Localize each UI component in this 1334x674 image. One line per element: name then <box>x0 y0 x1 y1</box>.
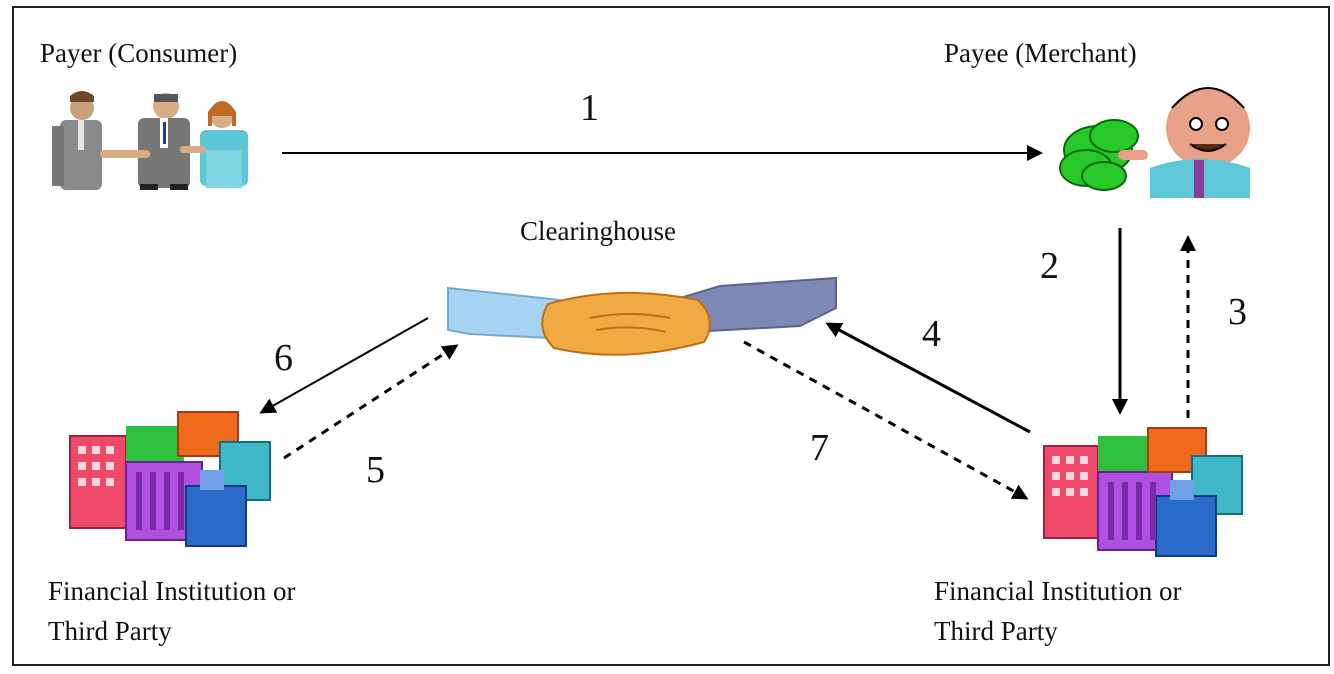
fi-left-label-line2: Third Party <box>48 616 172 646</box>
fi-right-label-line1: Financial Institution or <box>934 576 1182 606</box>
edge-label-4: 4 <box>922 313 941 355</box>
arrow-6 <box>259 317 429 414</box>
merchant-with-money-icon <box>1059 87 1250 198</box>
edge-label-3: 3 <box>1228 291 1247 333</box>
arrow-4 <box>825 322 1031 434</box>
arrow-7 <box>743 340 1029 500</box>
handshake-icon <box>447 276 837 356</box>
edge-label-1: 1 <box>580 87 599 129</box>
fi-right-label-line2: Third Party <box>934 616 1058 646</box>
fi-left-label-line1: Financial Institution or <box>48 576 296 606</box>
payer-label: Payer (Consumer) <box>40 38 238 68</box>
edge-label-5: 5 <box>366 449 385 491</box>
edge-label-7: 7 <box>810 427 829 469</box>
clearinghouse-label: Clearinghouse <box>520 216 676 246</box>
payee-label: Payee (Merchant) <box>944 38 1137 68</box>
office-buildings-icon <box>1043 427 1243 557</box>
arrow-5 <box>283 344 459 460</box>
edge-label-2: 2 <box>1040 245 1059 287</box>
people-shaking-hands-icon <box>52 91 248 190</box>
office-buildings-icon <box>69 411 271 547</box>
edge-label-6: 6 <box>274 337 293 379</box>
